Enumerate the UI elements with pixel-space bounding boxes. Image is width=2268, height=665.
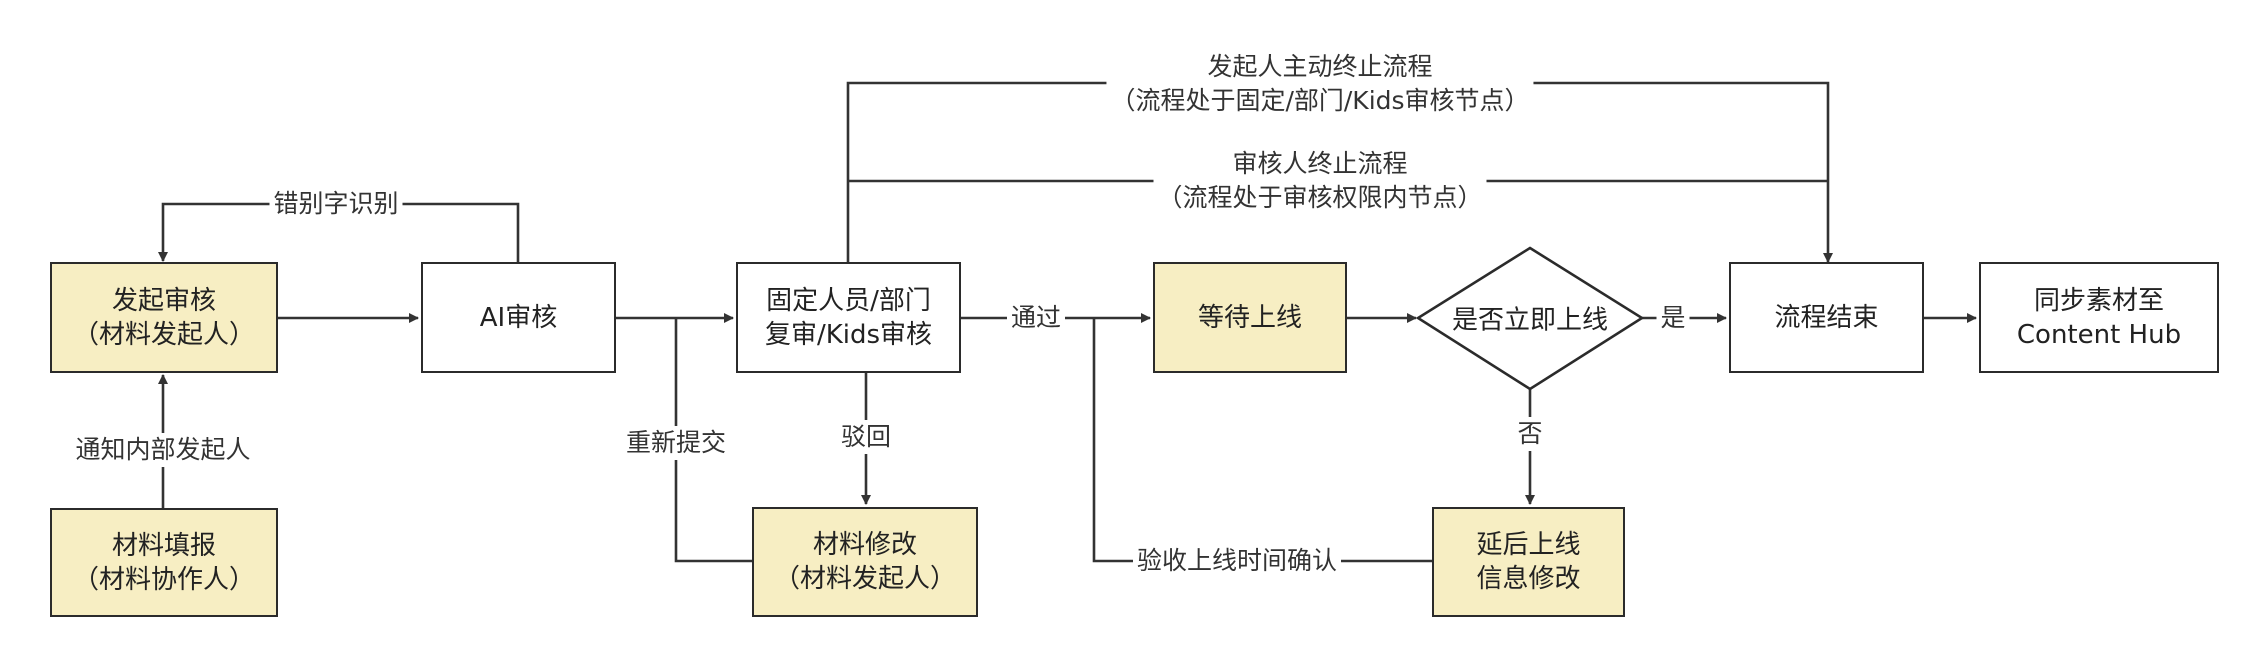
node-delay-online[interactable]: 延后上线 信息修改	[1432, 507, 1625, 617]
node-flow-end[interactable]: 流程结束	[1729, 262, 1924, 373]
label-reviewer-terminate: 审核人终止流程 （流程处于审核权限内节点）	[1153, 147, 1487, 215]
label-yes: 是	[1656, 301, 1690, 335]
node-sync-hub[interactable]: 同步素材至 Content Hub	[1979, 262, 2219, 373]
node-wait-online[interactable]: 等待上线	[1153, 262, 1347, 373]
label-notify-initiator: 通知内部发起人	[71, 433, 255, 467]
node-initiate-review[interactable]: 发起审核 （材料发起人）	[50, 262, 278, 373]
label-resubmit: 重新提交	[621, 426, 731, 460]
label-initiator-terminate: 发起人主动终止流程 （流程处于固定/部门/Kids审核节点）	[1106, 50, 1534, 118]
node-ai-review[interactable]: AI审核	[421, 262, 616, 373]
label-typo-check: 错别字识别	[269, 187, 403, 221]
label-confirm-time: 验收上线时间确认	[1132, 544, 1342, 578]
edge-modify-resubmit	[674, 318, 752, 563]
label-reject: 驳回	[836, 420, 896, 454]
node-material-modify[interactable]: 材料修改 （材料发起人）	[752, 507, 978, 617]
node-fixed-review[interactable]: 固定人员/部门 复审/Kids审核	[736, 262, 961, 373]
node-decision-diamond[interactable]	[1416, 246, 1644, 391]
decision-label: 是否立即上线	[1451, 305, 1609, 336]
label-no: 否	[1513, 417, 1547, 451]
label-pass: 通过	[1006, 301, 1066, 335]
node-material-fill[interactable]: 材料填报 （材料协作人）	[50, 508, 278, 617]
